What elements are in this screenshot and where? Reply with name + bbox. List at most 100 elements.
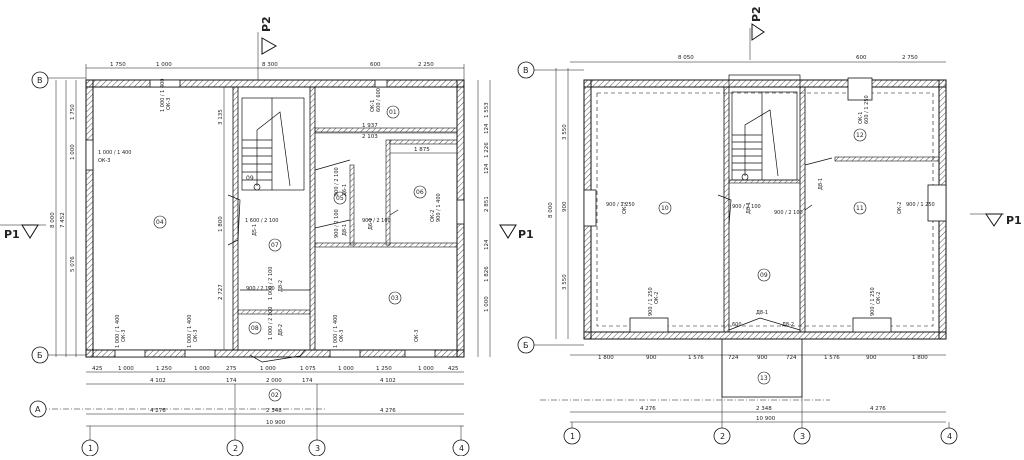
left-size-label-8: 900 / 2 100	[334, 167, 340, 196]
right-inner-wall-2	[799, 86, 806, 333]
right-room-11: 11	[856, 205, 864, 212]
right-windows	[583, 77, 947, 333]
left-room-09: 09	[246, 175, 254, 182]
left-side-dim-inner-1: 1 750	[70, 104, 76, 120]
right-floor-plan	[583, 74, 947, 398]
right-window-label-4: ОК-2	[876, 292, 882, 304]
left-window-label-8: ОК-1	[370, 100, 376, 112]
axis-number-2-left: 2	[233, 444, 238, 453]
left-right-dim-8: 1 000	[484, 296, 490, 312]
left-bottom-r1-10: 1 000	[418, 366, 434, 372]
left-window-label-6: ОК-3	[98, 158, 110, 164]
right-doors	[717, 157, 833, 331]
section-label-p2-left: P2	[260, 16, 273, 32]
axis-bubble-1-right	[563, 427, 581, 445]
left-size-label-4: 1 000 / 1 400	[333, 315, 339, 349]
axis-number-3-right: 3	[800, 432, 805, 441]
right-room-09: 09	[760, 272, 768, 279]
axis-bubble-b-right	[517, 336, 535, 354]
right-door-label-2: Д8-1	[818, 178, 824, 190]
left-inner-wall-6	[349, 164, 355, 246]
left-right-dim-2: 124	[484, 123, 490, 134]
left-window-label-5: ОК-3	[414, 330, 420, 342]
left-size-label-2: 1 000 / 1 400	[115, 315, 121, 349]
right-bottom-r1-6: 724	[786, 355, 797, 361]
left-bottom-r1-11: 425	[448, 366, 459, 372]
axis-bubble-v-left	[31, 71, 49, 89]
left-right-dim-3: 1 226	[484, 142, 490, 158]
left-bottom-r3-2: 2 348	[266, 408, 282, 414]
left-door-label-2: Д8-1	[342, 224, 348, 236]
axis-number-3-left: 3	[315, 444, 320, 453]
left-bottom-r2-3: 2 000	[266, 378, 282, 384]
right-bottom-r1-8: 900	[866, 355, 877, 361]
section-markers	[21, 23, 1003, 239]
left-inner-wall-2	[309, 86, 316, 351]
right-room-10: 10	[661, 205, 669, 212]
left-size-label-11: 900 / 2 100	[362, 218, 391, 224]
right-left-dim-3: 900	[562, 201, 568, 212]
right-outer-wall-bottom	[583, 331, 947, 340]
right-left-dim-1: 8 000	[548, 202, 554, 218]
left-size-label-12: 1 000 / 2 100	[268, 267, 274, 301]
left-inner-wall-8	[237, 309, 311, 315]
right-bottom-r1-9: 1 800	[912, 355, 928, 361]
section-label-p1-mid: P1	[518, 228, 534, 241]
right-bottom-r1-3: 1 576	[688, 355, 704, 361]
left-size-label-5: 1 000 / 1 400	[98, 150, 132, 156]
left-right-dim-5: 2 851	[484, 196, 490, 212]
right-top-dim-1: 8 050	[678, 55, 694, 61]
right-bottom-total: 10 900	[756, 416, 776, 422]
axis-letter-a-left: А	[35, 405, 41, 414]
axis-bubble-b-left	[31, 346, 49, 364]
axis-number-4-right: 4	[947, 432, 952, 441]
right-staircase	[728, 74, 801, 181]
left-bottom-r3-1: 4 276	[150, 408, 166, 414]
axis-number-4-left: 4	[459, 444, 464, 453]
left-inner-wall-1	[232, 86, 239, 351]
left-size-label-10: 1 600 / 2 100	[245, 218, 279, 224]
right-size-label-5: 900 / 2 100	[732, 204, 761, 210]
left-window-label-4: ОК-3	[339, 330, 345, 342]
left-top-dim-1: 1 750	[110, 62, 126, 68]
left-bottom-r1-6: 1 000	[260, 366, 276, 372]
left-room-04: 04	[156, 219, 164, 226]
axis-letter-b-left: Б	[37, 351, 43, 360]
right-window-label-1: ОК-2	[622, 202, 628, 214]
left-size-label-1: 1 000 / 1 400	[160, 79, 166, 113]
left-inner-dim-3: 1 875	[414, 147, 430, 153]
right-top-dim-3: 2 750	[902, 55, 918, 61]
right-size-label-6: 900 / 2 100	[774, 210, 803, 216]
left-door-label-6: Д6-1	[368, 218, 374, 230]
axis-number-2-right: 2	[720, 432, 725, 441]
right-dashed-outline	[596, 92, 934, 327]
left-right-dim-4: 124	[484, 163, 490, 174]
left-room-05: 05	[336, 195, 344, 202]
left-right-dim-6: 124	[484, 239, 490, 250]
right-size-label-1: 900 / 1 250	[606, 202, 635, 208]
left-inner-dim-2: 2 103	[362, 134, 378, 140]
axis-letter-b-right: Б	[523, 341, 529, 350]
left-inner-dim-lines	[223, 87, 457, 350]
left-outer-wall-top	[85, 79, 465, 88]
axis-letter-v-left: В	[37, 76, 43, 85]
right-outer-wall-top	[583, 79, 947, 88]
left-door-label-4: Д8-2	[278, 324, 284, 336]
section-label-p2-right: P2	[750, 6, 763, 22]
left-side-dim-mid: 7 452	[60, 212, 66, 228]
left-inner-dim-5: 1 800	[218, 216, 224, 232]
left-side-dim-inner-2: 1 000	[70, 144, 76, 160]
right-top-dim-2: 600	[856, 55, 867, 61]
left-bottom-r2-2: 174	[226, 378, 237, 384]
left-bottom-r1-7: 1 075	[300, 366, 316, 372]
left-room-07: 07	[271, 242, 279, 249]
right-window-label-3: ОК-2	[654, 292, 660, 304]
left-outer-wall-left	[85, 79, 94, 358]
left-size-label-6: 600 / 600	[376, 88, 382, 112]
axis-number-1-right: 1	[570, 432, 575, 441]
left-door-label-5: Д5-1	[252, 224, 258, 236]
axis-bubble-2-right	[713, 427, 731, 445]
room-bubbles	[153, 105, 867, 402]
